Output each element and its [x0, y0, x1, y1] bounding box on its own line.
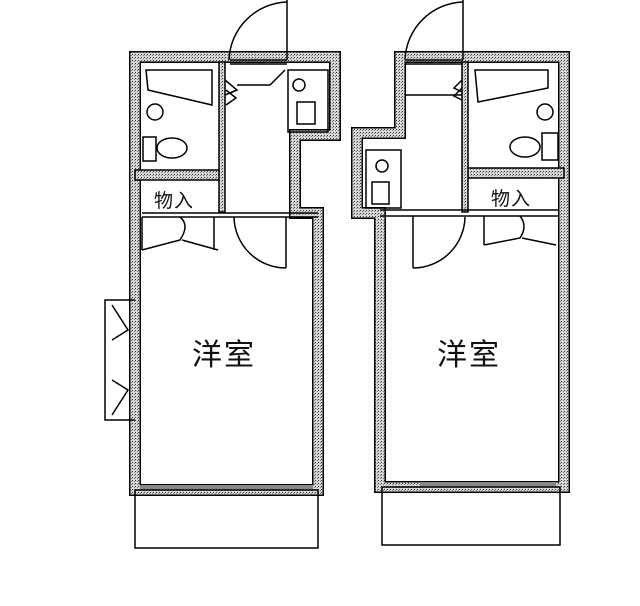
left-unit-walls	[104, 0, 341, 549]
right-closet-label: 物入	[491, 188, 532, 210]
left-closet-label: 物入	[154, 190, 195, 212]
right-unit-walls	[351, 0, 570, 546]
left-room-label: 洋室	[192, 338, 256, 373]
right-room-label: 洋室	[437, 338, 501, 373]
